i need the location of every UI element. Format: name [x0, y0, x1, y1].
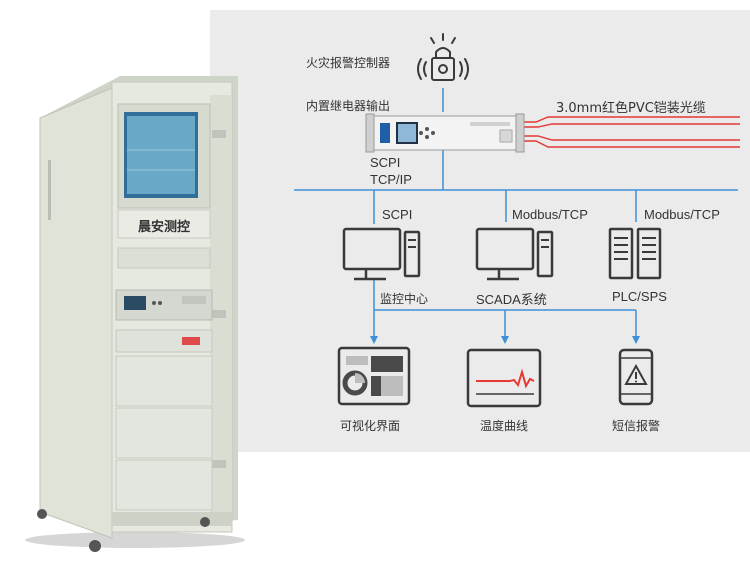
- relay-output-label: 内置继电器输出: [306, 99, 391, 113]
- output-label-temperature-curve: 温度曲线: [480, 419, 529, 433]
- branch-protocol-modbus-plc: Modbus/TCP: [644, 207, 720, 222]
- temperature-curve-icon: [466, 348, 542, 408]
- output-label-visualization: 可视化界面: [340, 419, 401, 433]
- monitor-icon: [342, 227, 421, 281]
- uplink-protocol-label: SCPI TCP/IP: [370, 155, 412, 187]
- fire-controller-label: 火灾报警控制器: [306, 56, 391, 70]
- device-label-plc: PLC/SPS: [612, 289, 667, 304]
- dashboard-icon: [337, 346, 411, 406]
- plc-icon: [608, 227, 662, 280]
- phone-alert-icon: [618, 348, 654, 406]
- output-label-sms-alert: 短信报警: [612, 419, 661, 433]
- device-label-scada: SCADA系统: [476, 292, 547, 307]
- cable-label: 3.0mm红色PVC铠装光缆: [556, 97, 706, 116]
- branch-protocol-scpi: SCPI: [382, 207, 413, 222]
- device-label-monitoring-center: 监控中心: [380, 292, 429, 306]
- branch-protocol-modbus-scada: Modbus/TCP: [512, 207, 588, 222]
- monitor-icon: [475, 227, 554, 281]
- cabinet-brand-label: 晨安测控: [138, 220, 191, 235]
- cable-label-text: 3.0mm红色PVC铠装光缆: [556, 101, 706, 116]
